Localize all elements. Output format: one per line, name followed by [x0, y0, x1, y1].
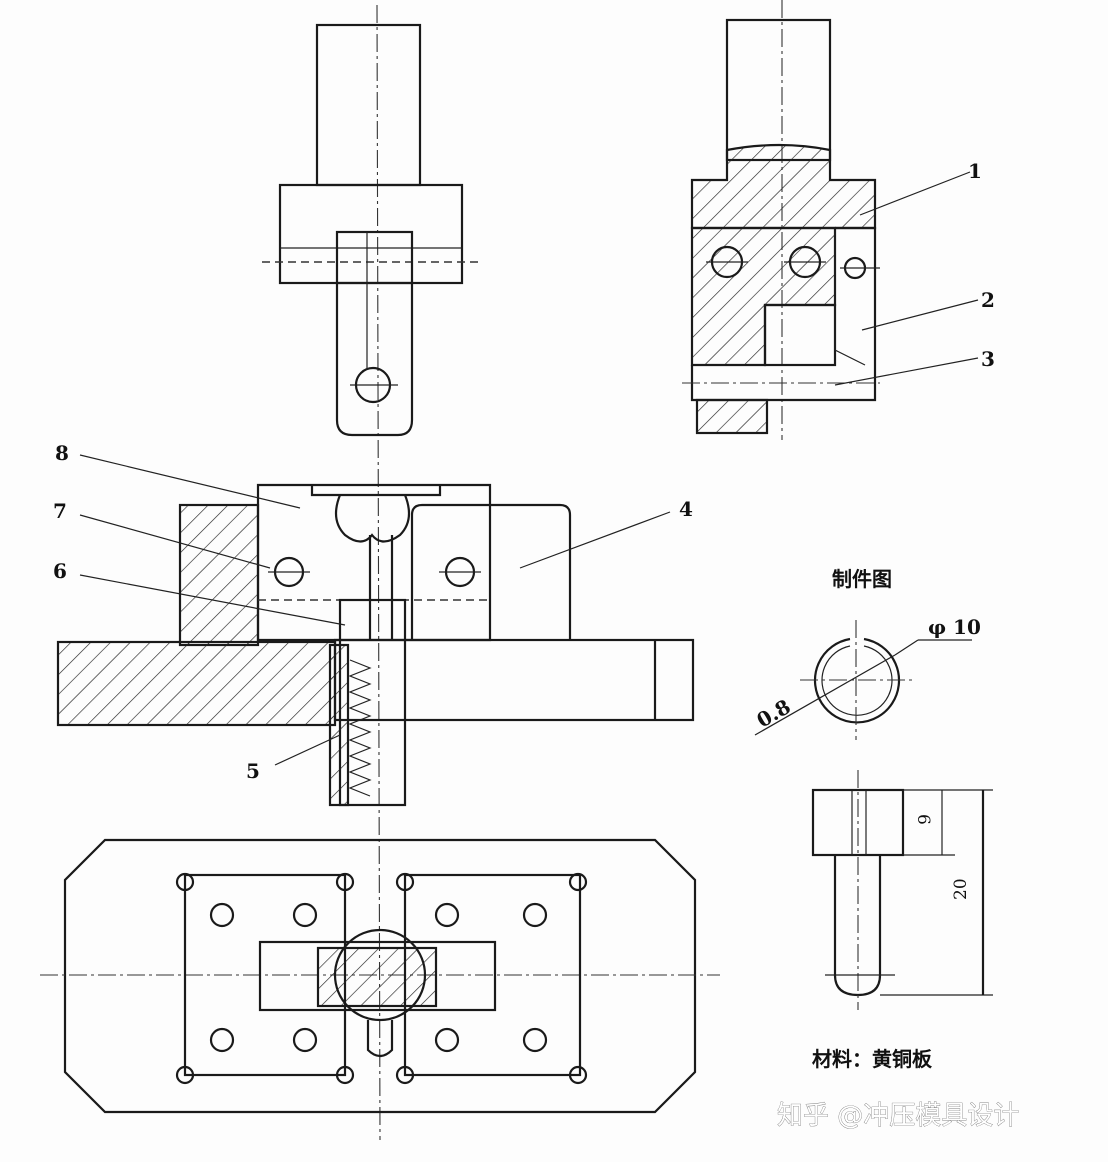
label-2: 2 [981, 288, 995, 312]
material-label: 材料：黄铜板 [812, 1047, 933, 1071]
bottom-plan-view [40, 838, 720, 1114]
thickness-label: 0.8 [753, 694, 795, 732]
middle-section-view [56, 454, 695, 807]
label-1: 1 [968, 159, 982, 183]
label-4: 4 [679, 497, 693, 521]
label-7: 7 [53, 499, 67, 523]
dim-total-height: 20 [951, 878, 971, 900]
dim-head-height: 6 [913, 814, 933, 825]
label-6: 6 [53, 559, 67, 583]
watermark: 知乎 @冲压模具设计 [777, 1101, 1019, 1131]
top-side-section-view [682, 0, 979, 440]
label-8: 8 [55, 441, 69, 465]
diameter-label: φ 10 [928, 615, 981, 639]
part-drawing [754, 620, 993, 1010]
part-drawing-title: 制件图 [832, 567, 892, 591]
top-front-view [262, 23, 482, 437]
label-3: 3 [981, 347, 995, 371]
label-5: 5 [246, 759, 260, 783]
